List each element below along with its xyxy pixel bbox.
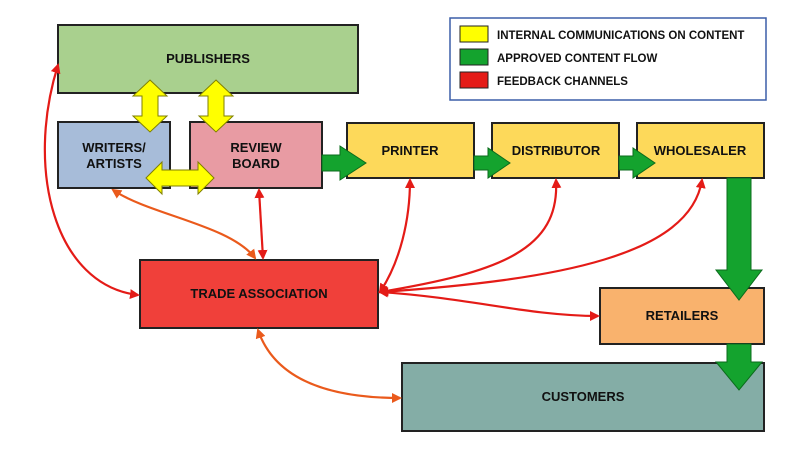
node-distributor-label: DISTRIBUTOR [512,143,601,158]
internal-communication-arrows [131,79,235,196]
node-customers-label: CUSTOMERS [542,389,625,404]
double-arrow-publishers-review [197,79,235,133]
legend-swatch-approved [459,48,489,66]
node-review-board-label-line1: REVIEW [230,140,282,155]
feedback-channel-arrows [43,63,706,403]
node-wholesaler-box [636,122,765,179]
node-publishers-label: PUBLISHERS [166,51,250,66]
feedback-trade-review [254,188,268,260]
node-customers: CUSTOMERS [401,362,765,432]
arrow-printer-to-distributor [473,147,511,179]
legend-swatch-internal [459,25,489,43]
legend-item-internal: INTERNAL COMMUNICATIONS ON CONTENT [459,25,744,43]
node-printer: PRINTER [346,122,475,179]
node-writers-label-line2: ARTISTS [86,156,142,171]
legend-label-feedback: FEEDBACK CHANNELS [497,76,628,88]
legend: INTERNAL COMMUNICATIONS ON CONTENT APPRO… [449,17,767,101]
approved-content-flow-arrows [321,145,764,391]
feedback-trade-customers [255,328,402,403]
double-arrow-writers-review [145,160,215,196]
feedback-trade-wholesaler [378,178,706,297]
legend-label-internal: INTERNAL COMMUNICATIONS ON CONTENT [497,30,744,42]
node-distributor-box [491,122,620,179]
node-printer-label: PRINTER [381,143,439,158]
node-trade-association-box [139,259,379,329]
feedback-trade-retailers [378,287,600,321]
legend-frame [449,17,767,101]
node-writers-label-line1: WRITERS/ [82,140,146,155]
node-distributor: DISTRIBUTOR [491,122,620,179]
legend-item-approved: APPROVED CONTENT FLOW [459,48,658,66]
arrow-distributor-to-wholesaler [618,147,656,179]
feedback-trade-writers [111,188,257,260]
node-review-board-label-line2: BOARD [232,156,280,171]
node-publishers: PUBLISHERS [57,24,359,94]
node-trade-association: TRADE ASSOCIATION [139,259,379,329]
node-trade-association-label: TRADE ASSOCIATION [190,286,327,301]
feedback-trade-publishers [43,63,140,299]
arrow-review-to-printer [321,145,367,181]
arrow-wholesaler-to-retailers [714,177,764,301]
node-wholesaler-label: WHOLESALER [654,143,747,158]
legend-item-feedback: FEEDBACK CHANNELS [459,71,628,89]
node-wholesaler: WHOLESALER [636,122,765,179]
node-customers-box [401,362,765,432]
node-retailers-label: RETAILERS [646,308,719,323]
legend-swatch-feedback [459,71,489,89]
arrow-retailers-to-customers [714,343,764,391]
feedback-trade-printer [378,178,415,294]
legend-label-approved: APPROVED CONTENT FLOW [497,53,658,65]
